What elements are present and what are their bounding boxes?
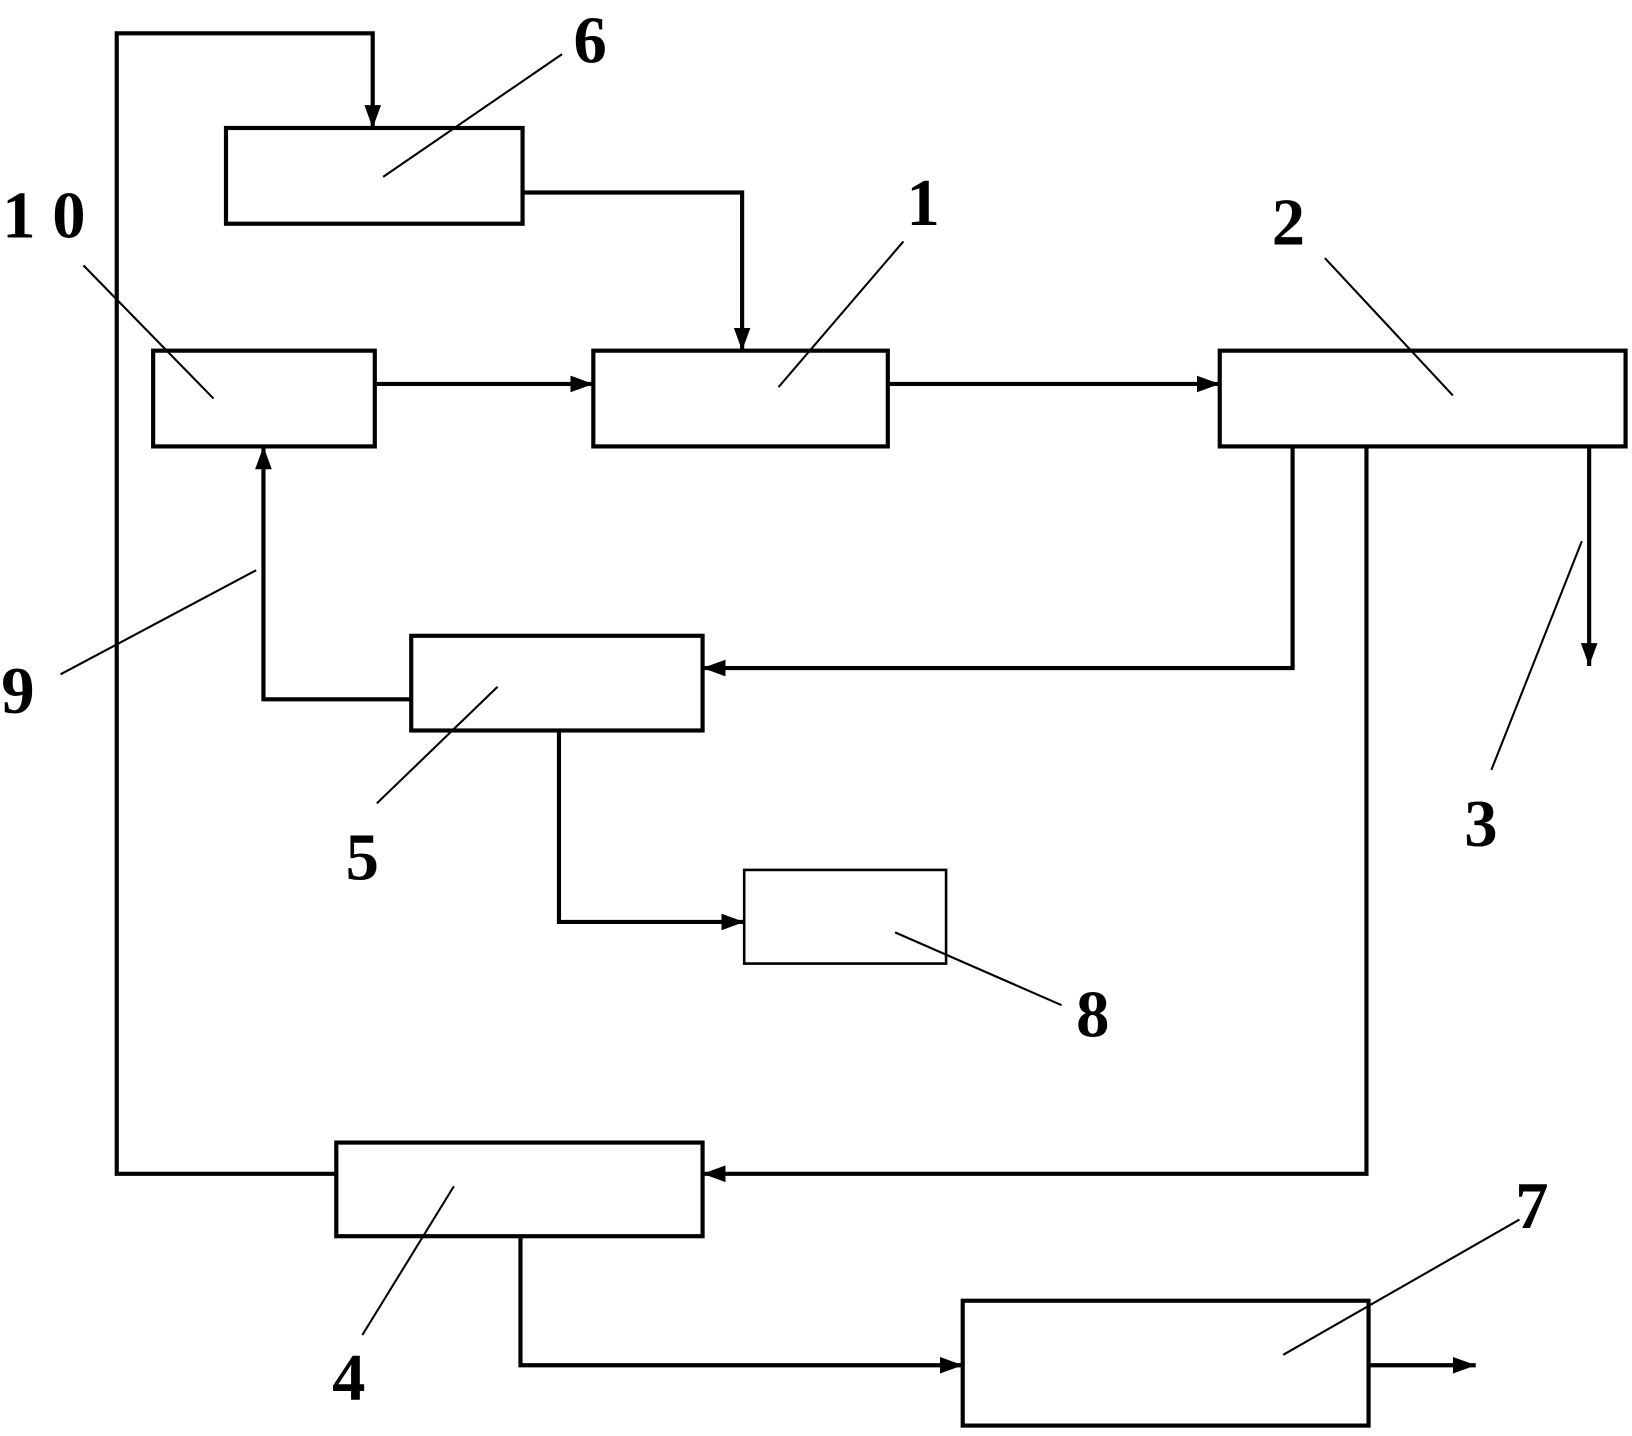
box-2 (1217, 348, 1628, 449)
flow-5-to-8 (556, 730, 745, 931)
label-1: 1 (907, 167, 940, 240)
flow-2-to-4 (702, 446, 1369, 1183)
box-6 (223, 125, 525, 226)
box-8 (742, 868, 948, 965)
leader-1 (777, 240, 905, 388)
label-8: 8 (1076, 978, 1109, 1051)
leader-5 (376, 686, 499, 805)
label-3: 3 (1464, 788, 1497, 861)
box-10 (151, 348, 377, 449)
label-7: 7 (1515, 1170, 1548, 1243)
box-4 (334, 1140, 705, 1239)
flow-4-to-6-loop (114, 31, 382, 1176)
box-1 (591, 348, 890, 449)
box-5 (409, 633, 705, 733)
box-7 (960, 1298, 1371, 1428)
leader-9 (60, 569, 257, 676)
flow-5-to-10-line-9 (255, 446, 412, 702)
leader-10 (82, 264, 215, 400)
flow-6-to-1 (522, 190, 751, 351)
leader-7 (1282, 1218, 1520, 1356)
flow-4-to-7 (518, 1236, 963, 1374)
label-10: 1 0 (2, 179, 85, 252)
leader-2 (1324, 257, 1454, 397)
label-6: 6 (574, 4, 607, 77)
label-9: 9 (1, 655, 34, 728)
leader-6 (382, 53, 563, 178)
leader-4 (361, 1185, 455, 1336)
leader-3 (1490, 540, 1583, 771)
leader-8 (894, 931, 1062, 1007)
label-4: 4 (332, 1342, 365, 1415)
flow-2-to-5 (702, 446, 1295, 677)
label-5: 5 (346, 821, 379, 894)
label-2: 2 (1272, 187, 1305, 260)
